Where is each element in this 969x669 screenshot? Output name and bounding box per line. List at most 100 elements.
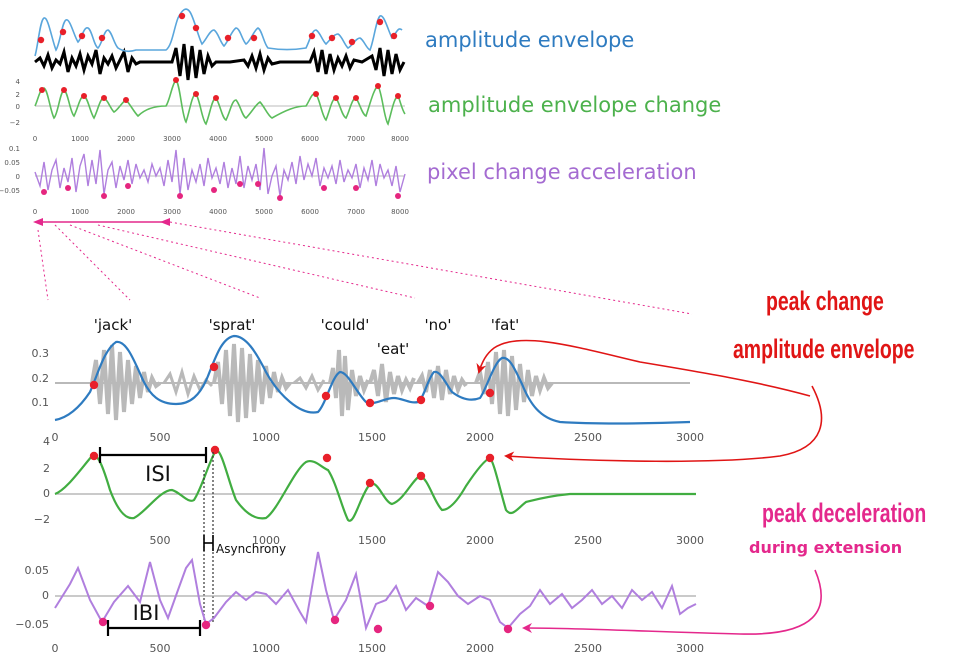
detail-accel-x-tick: 1000 <box>252 642 280 655</box>
detail-change-y-tick: 0 <box>43 487 50 500</box>
overview-panel: 4 2 0 −2 0 <box>0 8 693 315</box>
waveform-burst-eat <box>368 363 416 403</box>
accel-deceleration-peak <box>503 624 513 634</box>
detail-accel-y-tick: −0.05 <box>15 618 49 631</box>
detail-envelope-x-tick: 2000 <box>466 431 494 444</box>
waveform-burst-jack <box>90 344 162 421</box>
label-pixel-change-acceleration: pixel change acceleration <box>427 160 697 184</box>
overview-change-y-tick: −2 <box>10 119 20 127</box>
detail-change-y-tick: 2 <box>43 462 50 475</box>
detail-accel-troughs <box>98 601 513 634</box>
overview-x-tick: 8000 <box>391 135 409 143</box>
word-label: 'eat' <box>377 340 410 358</box>
envelope-change-peak <box>416 395 426 405</box>
overview-accel-trough <box>255 181 261 187</box>
overview-x-tick: 3000 <box>163 135 181 143</box>
detail-accel-panel: 0.05 0 −0.05 IBI 0 <box>15 551 705 655</box>
asynchrony-marker: Asynchrony <box>203 452 286 624</box>
word-label: 'jack' <box>94 316 133 334</box>
overview-x-tick: 7000 <box>347 135 365 143</box>
arrow-to-change <box>504 385 823 463</box>
overview-accel-y-tick: 0 <box>16 173 20 181</box>
overview-accel-troughs <box>41 181 401 201</box>
detail-accel-curve <box>54 551 697 632</box>
overview-envelope-peak <box>376 18 384 26</box>
overview-x-tick: 3000 <box>163 208 181 216</box>
detail-envelope-y-tick: 0.1 <box>32 396 50 409</box>
waveform-burst-could <box>328 349 370 417</box>
word-label: 'fat' <box>491 316 520 334</box>
detail-change-peaks <box>89 445 495 488</box>
change-peak <box>210 445 220 455</box>
overview-accel-trough <box>277 195 283 201</box>
overview-x-tick: 2000 <box>117 135 135 143</box>
detail-accel-x-ticks: 0 500 1000 1500 2000 2500 3000 <box>52 642 705 655</box>
detail-accel-y-ticks: 0.05 0 −0.05 <box>15 564 49 631</box>
overview-change-peak <box>101 95 107 101</box>
overview-envelope-peaks <box>37 12 398 46</box>
detail-change-y-tick: 4 <box>43 435 50 448</box>
overview-envelope-peak <box>59 28 67 36</box>
overview-accel-y-tick: 0.05 <box>4 159 20 167</box>
overview-x-tick: 5000 <box>255 208 273 216</box>
overview-accel-y-tick: −0.05 <box>0 187 20 195</box>
overview-change-x-ticks: 0 1000 2000 3000 4000 5000 6000 7000 800… <box>33 135 409 143</box>
detail-envelope-x-tick: 2500 <box>574 431 602 444</box>
overview-envelope-peak <box>78 32 86 40</box>
annotation-peak-deceleration: peak deceleration <box>762 498 927 528</box>
waveform-burst-sprat <box>212 343 292 423</box>
overview-envelope-peak <box>348 38 356 46</box>
detail-change-x-tick: 1000 <box>252 534 280 547</box>
overview-x-tick: 0 <box>33 135 37 143</box>
annotation-peak-change: peak change <box>766 286 884 316</box>
overview-envelope-peak <box>178 12 186 20</box>
overview-change-peak <box>375 83 381 89</box>
asynchrony-label: Asynchrony <box>216 542 286 556</box>
overview-change-y-ticks: 4 2 0 −2 <box>10 78 21 127</box>
overview-change-peak <box>123 97 129 103</box>
detail-accel-x-tick: 1500 <box>358 642 386 655</box>
detail-change-x-tick: 3000 <box>676 534 704 547</box>
overview-envelope-peak <box>328 34 336 42</box>
overview-envelope-peak <box>224 34 232 42</box>
detail-change-x-tick: 2500 <box>574 534 602 547</box>
overview-accel-trough <box>353 185 359 191</box>
overview-change-y-tick: 0 <box>16 103 20 111</box>
detail-change-y-ticks: 4 2 0 −2 <box>34 435 50 526</box>
accel-deceleration-peak <box>425 601 435 611</box>
detail-change-x-ticks: 500 1000 1500 2000 2500 3000 <box>150 534 705 547</box>
detail-change-y-tick: −2 <box>34 513 50 526</box>
overview-accel-trough <box>101 193 107 199</box>
detail-envelope-curve <box>54 334 691 425</box>
detail-accel-x-tick: 3000 <box>676 642 704 655</box>
word-label: 'could' <box>321 316 370 334</box>
overview-accel-trough <box>177 193 183 199</box>
detail-envelope-x-ticks: 0 500 1000 1500 2000 2500 3000 <box>52 431 705 444</box>
waveform-burst-fat <box>474 349 554 417</box>
overview-waveform <box>34 43 406 81</box>
overview-accel-curve <box>34 147 406 197</box>
detail-envelope-peaks <box>89 362 495 408</box>
overview-x-tick: 1000 <box>71 208 89 216</box>
detail-envelope-x-tick: 1000 <box>252 431 280 444</box>
change-peak <box>365 478 375 488</box>
detail-envelope-panel: 'jack' 'sprat' 'could' 'eat' 'no' 'fat' … <box>32 316 705 444</box>
overview-accel-trough <box>41 189 47 195</box>
overview-accel-trough <box>125 183 131 189</box>
detail-envelope-y-ticks: 0.3 0.2 0.1 <box>32 347 50 409</box>
detail-change-x-tick: 500 <box>150 534 171 547</box>
zoom-connector-line <box>169 221 693 315</box>
envelope-change-peak <box>485 388 495 398</box>
overview-change-peak <box>39 87 45 93</box>
overview-change-peak <box>173 77 179 83</box>
detail-change-curve <box>54 448 696 522</box>
isi-label: ISI <box>145 462 171 486</box>
change-peak <box>89 451 99 461</box>
detail-envelope-x-tick: 1500 <box>358 431 386 444</box>
overview-x-tick: 4000 <box>209 135 227 143</box>
zoom-range-left-arrow <box>33 218 43 226</box>
detail-accel-y-tick: 0 <box>42 589 49 602</box>
overview-accel-y-tick: 0.1 <box>9 145 20 153</box>
detail-accel-x-tick: 2500 <box>574 642 602 655</box>
